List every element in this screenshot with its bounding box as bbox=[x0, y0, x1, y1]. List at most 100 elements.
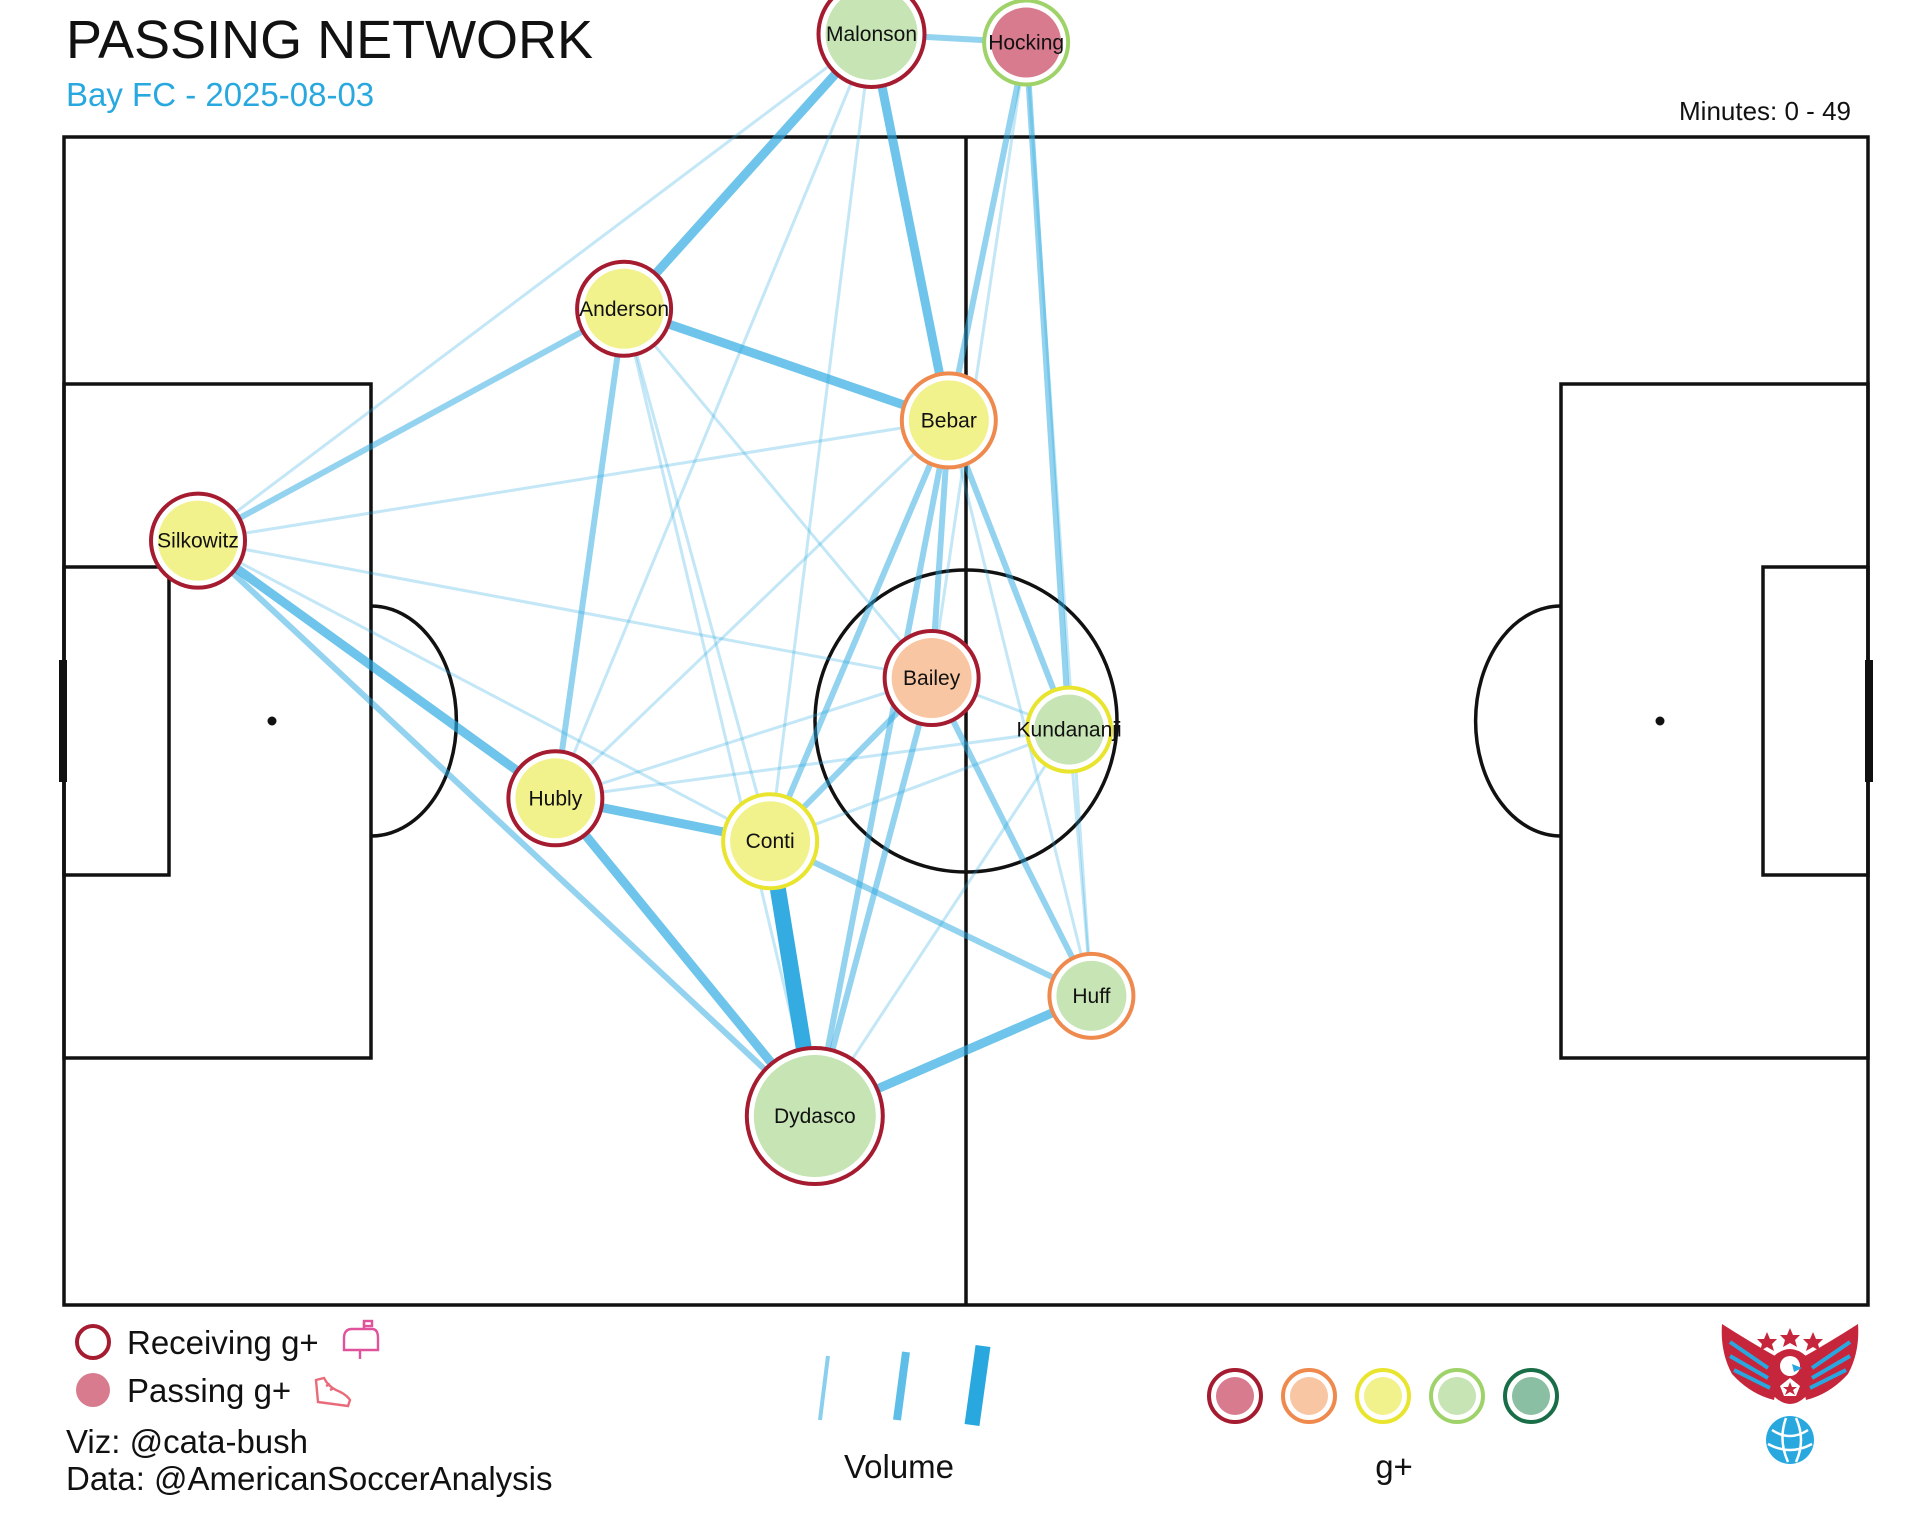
chart-title: PASSING NETWORK bbox=[66, 10, 593, 70]
receiving-legend-label: Receiving g+ bbox=[127, 1324, 319, 1361]
data-credit: Data: @AmericanSoccerAnalysis bbox=[66, 1460, 553, 1497]
pitch bbox=[59, 135, 1873, 1307]
left-goal bbox=[59, 660, 67, 782]
player-name-label: Kundananji bbox=[1017, 719, 1122, 742]
right-goal bbox=[1865, 660, 1873, 782]
pass-edge bbox=[768, 33, 873, 842]
player-node: Huff bbox=[1047, 951, 1136, 1040]
gplus-legend-swatch bbox=[1364, 1377, 1402, 1415]
player-node-fill bbox=[515, 758, 596, 839]
gplus-legend-swatch bbox=[1512, 1377, 1550, 1415]
player-node-fill bbox=[908, 380, 989, 461]
pass-edge bbox=[197, 539, 932, 680]
pass-edge bbox=[197, 32, 873, 542]
player-node-fill bbox=[753, 1055, 876, 1178]
pass-edges bbox=[195, 30, 1095, 1121]
gplus-legend-swatch bbox=[1216, 1377, 1254, 1415]
player-name-label: Silkowitz bbox=[157, 530, 239, 553]
right-six-yard-box bbox=[1761, 565, 1870, 877]
volume-legend-label: Volume bbox=[844, 1448, 954, 1485]
player-name-label: Conti bbox=[746, 830, 795, 853]
passing-legend-label: Passing g+ bbox=[127, 1372, 291, 1409]
pass-edge bbox=[867, 33, 954, 422]
pass-edge bbox=[813, 728, 1071, 1117]
shoe-icon bbox=[314, 1376, 352, 1408]
left-penalty-spot bbox=[267, 716, 277, 726]
pass-edge bbox=[1024, 42, 1093, 996]
legend-gplus-type: Receiving g+ Passing g+ bbox=[75, 1319, 380, 1409]
player-node: Bailey bbox=[882, 629, 981, 728]
legend-gplus-scale: g+ bbox=[1207, 1368, 1559, 1485]
player-node-fill bbox=[584, 268, 665, 349]
gplus-legend-swatch bbox=[1438, 1377, 1476, 1415]
player-nodes: Malonson HockingAndersonBebarSilkowitzBai… bbox=[149, 0, 1136, 1187]
player-name-label: Dydasco bbox=[774, 1105, 856, 1128]
eagle-logo-icon bbox=[1721, 1324, 1859, 1464]
player-node-fill bbox=[825, 0, 918, 80]
player-node: Dydasco bbox=[744, 1046, 885, 1187]
volume-legend-high bbox=[964, 1344, 991, 1427]
player-name-label: Huff bbox=[1072, 985, 1110, 1008]
minutes-label: Minutes: 0 - 49 bbox=[1679, 96, 1851, 126]
pass-edge bbox=[195, 538, 817, 1119]
viz-credit: Viz: @cata-bush bbox=[66, 1423, 308, 1460]
player-node: Conti bbox=[721, 792, 820, 891]
pass-edge bbox=[553, 33, 873, 799]
player-node: Hocking bbox=[982, 0, 1071, 87]
pass-edge bbox=[555, 728, 1070, 800]
player-node-fill bbox=[991, 7, 1062, 78]
right-penalty-spot bbox=[1655, 716, 1665, 726]
pass-edge bbox=[197, 418, 950, 543]
pass-edge bbox=[552, 308, 628, 799]
pass-edge bbox=[767, 419, 952, 843]
pass-edge bbox=[768, 838, 1093, 999]
player-name-label: Bebar bbox=[921, 409, 977, 432]
pass-edge bbox=[196, 306, 626, 544]
player-node: Hubly bbox=[506, 749, 605, 848]
pass-edge bbox=[811, 677, 935, 1117]
pass-edge bbox=[811, 419, 952, 1117]
right-penalty-area bbox=[1559, 382, 1870, 1060]
mailbox-icon bbox=[342, 1319, 380, 1359]
center-circle bbox=[813, 568, 1119, 874]
receiving-legend-marker bbox=[75, 1324, 111, 1360]
player-name-label: Malonson bbox=[826, 23, 917, 46]
pass-edge bbox=[620, 30, 875, 312]
player-node: Anderson bbox=[575, 259, 674, 358]
volume-legend-mid bbox=[893, 1351, 910, 1421]
left-penalty-area bbox=[62, 382, 373, 1060]
pass-edge bbox=[769, 728, 1070, 843]
gplus-legend-swatch bbox=[1290, 1377, 1328, 1415]
gplus-legend-label: g+ bbox=[1375, 1448, 1413, 1485]
pass-edge bbox=[1023, 42, 1073, 730]
player-node-fill bbox=[730, 801, 811, 882]
player-name-label: Anderson bbox=[579, 298, 669, 321]
pass-edge bbox=[197, 539, 771, 843]
volume-legend-low bbox=[818, 1355, 830, 1421]
passing-legend-marker bbox=[76, 1373, 110, 1407]
player-node-fill bbox=[1034, 694, 1105, 765]
player-name-label: Hocking bbox=[988, 32, 1064, 55]
left-penalty-arc bbox=[370, 604, 459, 838]
left-six-yard-box bbox=[62, 565, 171, 877]
chart-subtitle: Bay FC - 2025-08-03 bbox=[66, 76, 374, 113]
player-node: Silkowitz bbox=[149, 491, 248, 590]
pass-edge bbox=[947, 420, 1093, 997]
player-node: Malonson bbox=[816, 0, 927, 89]
pass-edge bbox=[622, 308, 817, 1117]
pass-edge bbox=[554, 419, 950, 800]
player-node: Bebar bbox=[899, 371, 998, 470]
pass-edge bbox=[622, 304, 951, 425]
player-node-fill bbox=[1056, 960, 1127, 1031]
legend-volume: Volume bbox=[818, 1344, 991, 1485]
player-node-fill bbox=[891, 638, 972, 719]
player-node-fill bbox=[158, 500, 239, 581]
right-penalty-arc bbox=[1473, 604, 1562, 838]
player-name-label: Bailey bbox=[903, 667, 961, 690]
player-node: Kundananji bbox=[1017, 685, 1122, 774]
pass-edge bbox=[622, 307, 933, 680]
pass-edge bbox=[195, 536, 559, 802]
pass-edge bbox=[622, 308, 772, 842]
pass-edge bbox=[928, 676, 1095, 998]
